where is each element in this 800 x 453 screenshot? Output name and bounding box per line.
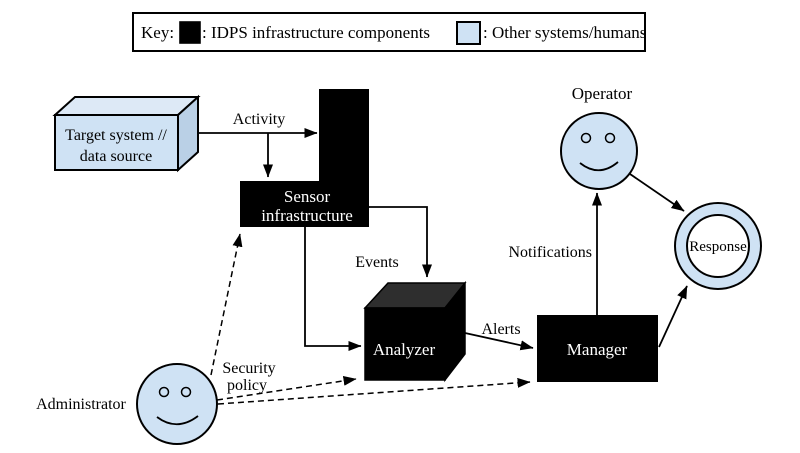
target-system-top-face [52,96,201,116]
operator-response-arrow [629,173,685,212]
legend-idps-swatch [179,21,201,44]
activity-label: Activity [233,111,285,128]
events-arrow [369,206,432,278]
security-policy-label-line1: Security [222,360,275,377]
target-system-label-line2: data source [80,148,152,165]
administrator-smile [156,415,199,426]
alerts-label: Alerts [481,321,520,338]
security-policy-arrow-to-analyzer [216,375,357,401]
operator-left-eye [580,132,592,144]
response-node: Response [674,202,762,290]
analyzer-label: Analyzer [373,340,436,359]
analyzer-node: Analyzer [363,280,467,383]
administrator-node: Administrator [36,363,218,445]
administrator-right-eye [180,386,192,398]
response-inner-circle [686,214,750,278]
administrator-label: Administrator [36,396,126,413]
sensor-infrastructure-node: Sensor infrastructure [240,89,369,227]
administrator-left-eye [158,386,170,398]
operator-face [560,112,638,190]
legend-other-label: : Other systems/humans [483,23,646,42]
response-label: Response [689,239,747,255]
notifications-label: Notifications [508,244,592,261]
target-system-label-line1: Target system // [65,127,167,144]
sensor-label-line2: infrastructure [261,206,353,225]
security-policy-arrow-to-sensor [210,233,243,376]
target-system-front-face [54,114,179,171]
legend-other-swatch [456,21,481,45]
manager-label: Manager [567,340,628,359]
alerts-arrow [464,332,534,351]
sensor-label-line1: Sensor [284,187,331,206]
legend-box [132,12,646,52]
events-label: Events [355,254,399,271]
legend: Key: : IDPS infrastructure components : … [132,12,646,52]
target-system-node: Target system // data source [52,94,201,173]
operator-right-eye [604,132,616,144]
manager-node: Manager [537,315,658,382]
analyzer-front-face [364,307,446,381]
manager-response-arrow [658,285,688,348]
operator-label: Operator [572,84,633,103]
manager-box [537,315,658,382]
sensor-infrastructure-shape [240,89,369,227]
security-policy-arrow-to-manager [217,377,531,405]
administrator-face [136,363,218,445]
legend-key-label: Key: [141,23,174,42]
legend-idps-label: : IDPS infrastructure components [202,23,430,42]
security-policy-label-line2: policy [227,377,267,394]
operator-node: Operator [560,84,638,190]
sensor-analyzer-arrow [304,227,362,351]
operator-smile [579,161,619,172]
